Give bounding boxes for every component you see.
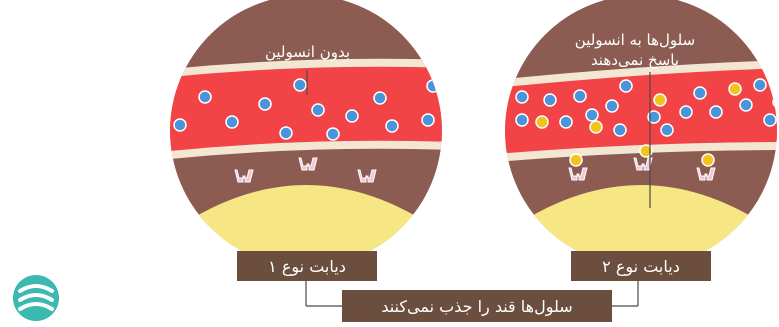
type2-label: دیابت نوع ۲ xyxy=(571,251,711,281)
brand-logo-icon xyxy=(8,273,64,323)
type2-caption: سلول‌ها به انسولین پاسخ نمی‌دهند xyxy=(555,30,715,70)
blood-vessel xyxy=(160,67,452,152)
type2-caption-line2: پاسخ نمی‌دهند xyxy=(555,50,715,70)
type2-caption-line1: سلول‌ها به انسولین xyxy=(555,30,715,50)
type1-caption: بدون انسولین xyxy=(240,42,375,62)
shared-result-label: سلول‌ها قند را جذب نمی‌کنند xyxy=(342,290,612,322)
type1-label: دیابت نوع ۱ xyxy=(237,251,377,281)
